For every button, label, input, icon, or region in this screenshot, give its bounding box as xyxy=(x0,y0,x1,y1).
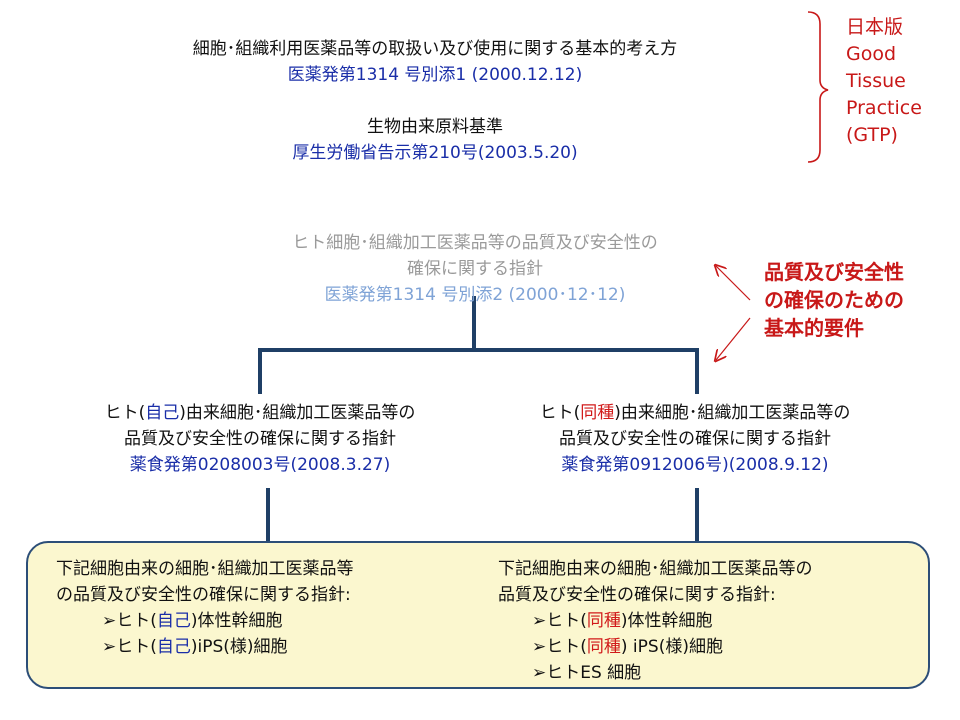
central-guideline-line2: 確保に関する指針 xyxy=(407,259,543,279)
gtp-label-line: (GTP) xyxy=(846,124,898,146)
gtp-label-line: Tissue xyxy=(846,70,906,92)
allogeneic-guideline: ヒト(同種)由来細胞･組織加工医薬品等の 品質及び安全性の確保に関する指針 薬食… xyxy=(480,400,910,478)
gtp-label-line: Good xyxy=(846,43,897,65)
arrow-bullet-icon: ➢ xyxy=(532,611,547,631)
bottom-left-guideline: 下記細胞由来の細胞･組織加工医薬品等 の品質及び安全性の確保に関する指針: ➢ヒ… xyxy=(56,556,476,660)
requirement-label-line: の確保のための xyxy=(764,288,904,312)
gtp-bracket xyxy=(807,11,829,163)
requirement-label: 品質及び安全性 の確保のための 基本的要件 xyxy=(764,258,904,342)
list-item: ➢ヒト(自己)体性幹細胞 xyxy=(102,608,476,634)
item-post: ) iPS(様)細胞 xyxy=(620,637,723,657)
autologous-highlight: 自己 xyxy=(145,403,180,423)
allogeneic-highlight: 同種 xyxy=(580,403,615,423)
autologous-guideline-line2: 品質及び安全性の確保に関する指針 xyxy=(124,429,396,449)
list-item: ➢ヒト(同種) iPS(様)細胞 xyxy=(532,634,918,660)
allogeneic-guideline-line2: 品質及び安全性の確保に関する指針 xyxy=(559,429,831,449)
item-pre: ヒト( xyxy=(116,637,157,657)
allogeneic-guideline-ref: 薬食発第0912006号)(2008.9.12) xyxy=(561,455,829,475)
item-highlight: 自己 xyxy=(156,637,191,657)
item-highlight: 自己 xyxy=(156,611,191,631)
bottom-left-list: ➢ヒト(自己)体性幹細胞 ➢ヒト(自己)iPS(様)細胞 xyxy=(56,608,476,660)
bottom-left-line1: 下記細胞由来の細胞･組織加工医薬品等 xyxy=(56,559,354,579)
list-item: ➢ヒト(自己)iPS(様)細胞 xyxy=(102,634,476,660)
requirement-label-line: 基本的要件 xyxy=(764,316,864,340)
list-item: ➢ヒト(同種)体性幹細胞 xyxy=(532,608,918,634)
item-pre: ヒト( xyxy=(546,637,587,657)
gtp-label-line: 日本版 xyxy=(846,16,904,38)
item-highlight: 同種 xyxy=(586,637,621,657)
bottom-right-list: ➢ヒト(同種)体性幹細胞 ➢ヒト(同種) iPS(様)細胞 ➢ヒトES 細胞 xyxy=(498,608,918,686)
autologous-guideline-line1: ヒト(自己)由来細胞･組織加工医薬品等の xyxy=(40,400,480,426)
gtp-doc-1: 細胞･組織利用医薬品等の取扱い及び使用に関する基本的考え方 医薬発第1314 号… xyxy=(130,36,740,88)
requirement-label-line: 品質及び安全性 xyxy=(764,260,904,284)
arrow-bullet-icon: ➢ xyxy=(102,611,117,631)
autologous-guideline: ヒト(自己)由来細胞･組織加工医薬品等の 品質及び安全性の確保に関する指針 薬食… xyxy=(40,400,480,478)
arrow-bullet-icon: ➢ xyxy=(532,637,547,657)
list-item: ➢ヒトES 細胞 xyxy=(532,660,918,686)
allogeneic-guideline-line1: ヒト(同種)由来細胞･組織加工医薬品等の xyxy=(480,400,910,426)
item-pre: ヒトES 細胞 xyxy=(546,663,642,683)
item-post: )体性幹細胞 xyxy=(190,611,283,631)
gtp-doc-1-ref: 医薬発第1314 号別添1 (2000.12.12) xyxy=(287,65,583,85)
autologous-guideline-ref: 薬食発第0208003号(2008.3.27) xyxy=(129,455,391,475)
item-pre: ヒト( xyxy=(116,611,157,631)
gtp-label: 日本版 Good Tissue Practice (GTP) xyxy=(846,14,922,149)
bottom-left-line2: の品質及び安全性の確保に関する指針: xyxy=(56,585,351,605)
allogeneic-post: )由来細胞･組織加工医薬品等の xyxy=(614,403,851,423)
item-highlight: 同種 xyxy=(586,611,621,631)
central-guideline: ヒト細胞･組織加工医薬品等の品質及び安全性の 確保に関する指針 医薬発第1314… xyxy=(220,230,730,308)
bottom-guideline-box xyxy=(26,541,930,689)
gtp-doc-2-title: 生物由来原料基準 xyxy=(367,117,503,137)
central-guideline-ref: 医薬発第1314 号別添2 (2000･12･12) xyxy=(324,285,626,305)
gtp-doc-2-ref: 厚生労働省告示第210号(2003.5.20) xyxy=(292,143,578,163)
item-post: )iPS(様)細胞 xyxy=(190,637,288,657)
gtp-label-line: Practice xyxy=(846,97,922,119)
autologous-pre: ヒト( xyxy=(104,403,146,423)
gtp-doc-1-title: 細胞･組織利用医薬品等の取扱い及び使用に関する基本的考え方 xyxy=(192,39,678,59)
autologous-post: )由来細胞･組織加工医薬品等の xyxy=(179,403,416,423)
allogeneic-pre: ヒト( xyxy=(539,403,581,423)
gtp-doc-2: 生物由来原料基準 厚生労働省告示第210号(2003.5.20) xyxy=(230,114,640,166)
item-pre: ヒト( xyxy=(546,611,587,631)
central-guideline-line1: ヒト細胞･組織加工医薬品等の品質及び安全性の xyxy=(292,233,658,253)
bottom-right-line2: 品質及び安全性の確保に関する指針: xyxy=(498,585,776,605)
requirement-arrow-up xyxy=(716,266,751,301)
item-post: )体性幹細胞 xyxy=(620,611,713,631)
bottom-right-guideline: 下記細胞由来の細胞･組織加工医薬品等の 品質及び安全性の確保に関する指針: ➢ヒ… xyxy=(498,556,918,686)
bottom-right-line1: 下記細胞由来の細胞･組織加工医薬品等の xyxy=(498,559,813,579)
arrow-bullet-icon: ➢ xyxy=(532,663,547,683)
arrow-bullet-icon: ➢ xyxy=(102,637,117,657)
requirement-arrow-down xyxy=(716,317,751,360)
